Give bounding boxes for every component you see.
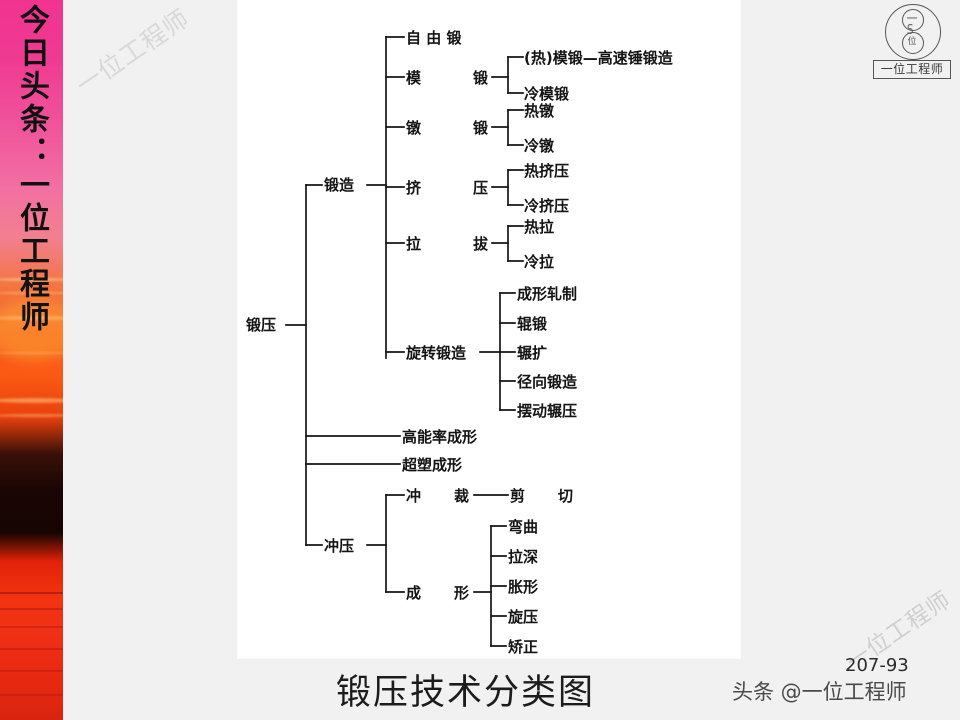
node-extru-cold: 冷挤压 (524, 197, 569, 215)
logo-outer-circle-icon (885, 4, 941, 60)
node-rot-2: 辊锻 (517, 315, 547, 333)
logo-inner-circle-bottom-icon (902, 32, 924, 54)
node-shearing-2: 切 (558, 487, 573, 505)
logo-char-bottom: 位 (907, 37, 917, 47)
node-shearing: 剪 (510, 487, 525, 505)
node-forging: 锻造 (324, 176, 354, 194)
sidebar-title-vertical: 今日头条：一位工程师 (14, 4, 49, 334)
water-ripple (0, 670, 63, 672)
node-blanking: 冲 (406, 487, 421, 505)
water-ripple (0, 648, 63, 650)
node-forming: 成 (406, 584, 421, 602)
node-rot-3: 辗扩 (517, 344, 547, 362)
node-upsetting-2: 锻 (473, 119, 488, 137)
node-draw-hot: 热拉 (524, 218, 554, 236)
node-extru-hot: 热挤压 (524, 162, 569, 180)
forging-classification-tree: 锻压 锻造 自 由 锻 模 锻 (热)模锻—高速锤锻造 冷模锻 (246, 29, 673, 656)
node-forming-2: 形 (454, 584, 469, 602)
cloud-streak (0, 278, 63, 281)
water-ripple (0, 694, 63, 696)
brand-logo: 一 S 位 一位工程师 (873, 4, 951, 82)
cloud-streak (0, 414, 63, 417)
node-form-1: 弯曲 (508, 518, 538, 536)
node-upset-hot: 热镦 (524, 102, 555, 120)
sun-glow (0, 300, 63, 360)
sidebar-sunset-banner: 今日头条：一位工程师 (0, 0, 63, 720)
node-draw-cold: 冷拉 (524, 253, 554, 271)
logo-inner-circle-top-icon (902, 9, 924, 31)
node-superplastic: 超塑成形 (401, 456, 462, 474)
node-form-5: 矫正 (508, 638, 538, 656)
watermark-diagonal-top: 一位工程师 (70, 3, 195, 101)
node-blanking-2: 裁 (454, 487, 469, 505)
node-rotary: 旋转锻造 (405, 344, 466, 362)
water-ripple (0, 608, 63, 610)
node-extrusion-2: 压 (473, 179, 488, 197)
node-form-2: 拉深 (508, 548, 538, 566)
node-form-4: 旋压 (507, 608, 538, 626)
diagram-caption: 锻压技术分类图 (336, 673, 596, 713)
node-rot-4: 径向锻造 (517, 373, 577, 391)
node-upset-cold: 冷镦 (524, 137, 555, 155)
water-ripple (0, 592, 63, 594)
node-free-forging: 自 由 锻 (406, 29, 461, 47)
logo-label: 一位工程师 (873, 60, 951, 79)
logo-s-connector-icon: S (906, 23, 914, 38)
node-rot-5: 摆动辗压 (517, 402, 577, 420)
node-high-energy: 高能率成形 (402, 428, 477, 446)
cloud-streak (0, 292, 63, 294)
node-stamping: 冲压 (324, 537, 354, 555)
cloud-streak (0, 398, 63, 403)
cloud-streak (0, 352, 63, 354)
node-die-hot: (热)模锻—高速锤锻造 (524, 49, 673, 67)
logo-char-top: 一 (906, 12, 918, 25)
node-drawing: 拉 (406, 235, 421, 253)
diagram-panel: 锻压 锻造 自 由 锻 模 锻 (热)模锻—高速锤锻造 冷模锻 (238, 0, 740, 658)
node-die-forging-2: 锻 (473, 69, 488, 87)
watermark-author: 头条 @一位工程师 (732, 680, 907, 704)
cloud-streak (0, 316, 63, 320)
water-ripple (0, 626, 63, 628)
node-root: 锻压 (246, 316, 276, 334)
node-extrusion: 挤 (406, 179, 422, 197)
node-rot-1: 成形轧制 (517, 285, 577, 303)
node-drawing-2: 拔 (473, 235, 489, 253)
node-form-3: 胀形 (508, 578, 538, 596)
node-die-forging: 模 (406, 69, 422, 87)
page-number: 207-93 (845, 655, 909, 676)
node-die-cold: 冷模锻 (524, 85, 569, 103)
node-upsetting: 镦 (405, 119, 422, 137)
